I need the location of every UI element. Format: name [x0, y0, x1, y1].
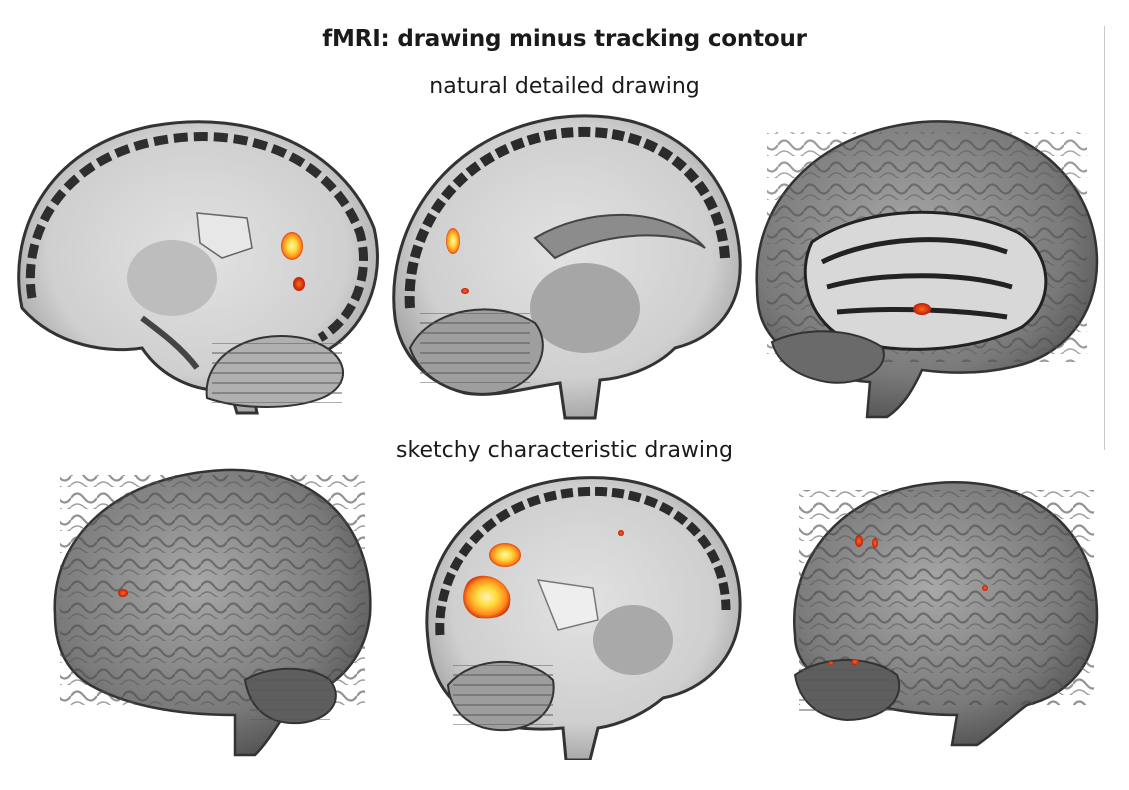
divider-line [1104, 26, 1105, 450]
activation-cluster [463, 575, 511, 619]
activation-cluster [913, 303, 931, 315]
brain-slice-natural-2 [385, 108, 745, 420]
activation-cluster [446, 228, 460, 254]
brain-surface-sketchy-1 [45, 465, 375, 760]
activation-cluster [461, 288, 469, 294]
activation-cluster [489, 543, 521, 567]
row-label-natural: natural detailed drawing [429, 74, 700, 99]
activation-cluster [855, 535, 863, 547]
activation-cluster [618, 530, 624, 536]
brain-slice-sketchy-2 [418, 470, 746, 760]
row-label-sketchy: sketchy characteristic drawing [396, 438, 733, 463]
brain-slice-natural-1 [2, 108, 380, 418]
activation-cluster [872, 538, 878, 548]
activation-cluster [851, 659, 859, 665]
figure-title: fMRI: drawing minus tracking contour [322, 26, 807, 52]
activation-cluster [281, 232, 303, 260]
brain-surface-natural-3 [752, 112, 1102, 420]
brain-surface-sketchy-3 [787, 475, 1102, 760]
activation-cluster [293, 277, 305, 291]
activation-cluster [828, 661, 834, 665]
activation-cluster [982, 585, 988, 591]
activation-cluster [118, 589, 128, 597]
